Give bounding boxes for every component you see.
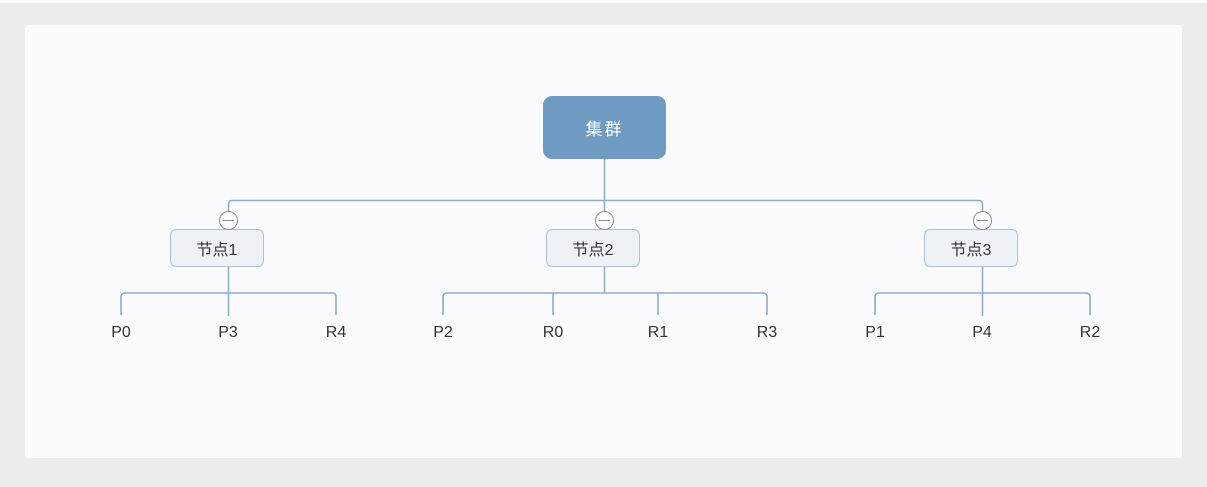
- minus-glyph: [599, 219, 610, 222]
- node-box-2[interactable]: 节点2: [546, 229, 640, 267]
- leaf-label: P2: [433, 324, 453, 341]
- collapse-minus-icon[interactable]: [595, 211, 614, 230]
- tree-connectors: [120, 159, 1091, 316]
- collapse-minus-icon[interactable]: [973, 211, 992, 230]
- leaf-label: R3: [756, 324, 778, 341]
- diagram-card: 集群 节点1 节点2 节点3 P0 P3 R4 P2 R0 R1 R3 P1 P…: [25, 25, 1182, 458]
- leaf-label: P4: [972, 324, 992, 341]
- root-node-cluster[interactable]: 集群: [543, 96, 666, 159]
- leaf-label: P3: [218, 324, 238, 341]
- top-edge-highlight: [0, 0, 1207, 3]
- collapse-minus-icon[interactable]: [219, 211, 238, 230]
- connector-group2-rail: [442, 292, 768, 315]
- minus-glyph: [223, 219, 234, 222]
- minus-glyph: [977, 219, 988, 222]
- leaf-label: R1: [647, 324, 669, 341]
- leaf-label: P0: [111, 324, 131, 341]
- node-box-1[interactable]: 节点1: [170, 229, 264, 267]
- leaf-label: P1: [865, 324, 885, 341]
- leaf-label: R2: [1079, 324, 1101, 341]
- leaf-label: R4: [325, 324, 347, 341]
- leaf-label: R0: [542, 324, 564, 341]
- node-box-3[interactable]: 节点3: [924, 229, 1018, 267]
- connector-top-rail: [227, 199, 984, 211]
